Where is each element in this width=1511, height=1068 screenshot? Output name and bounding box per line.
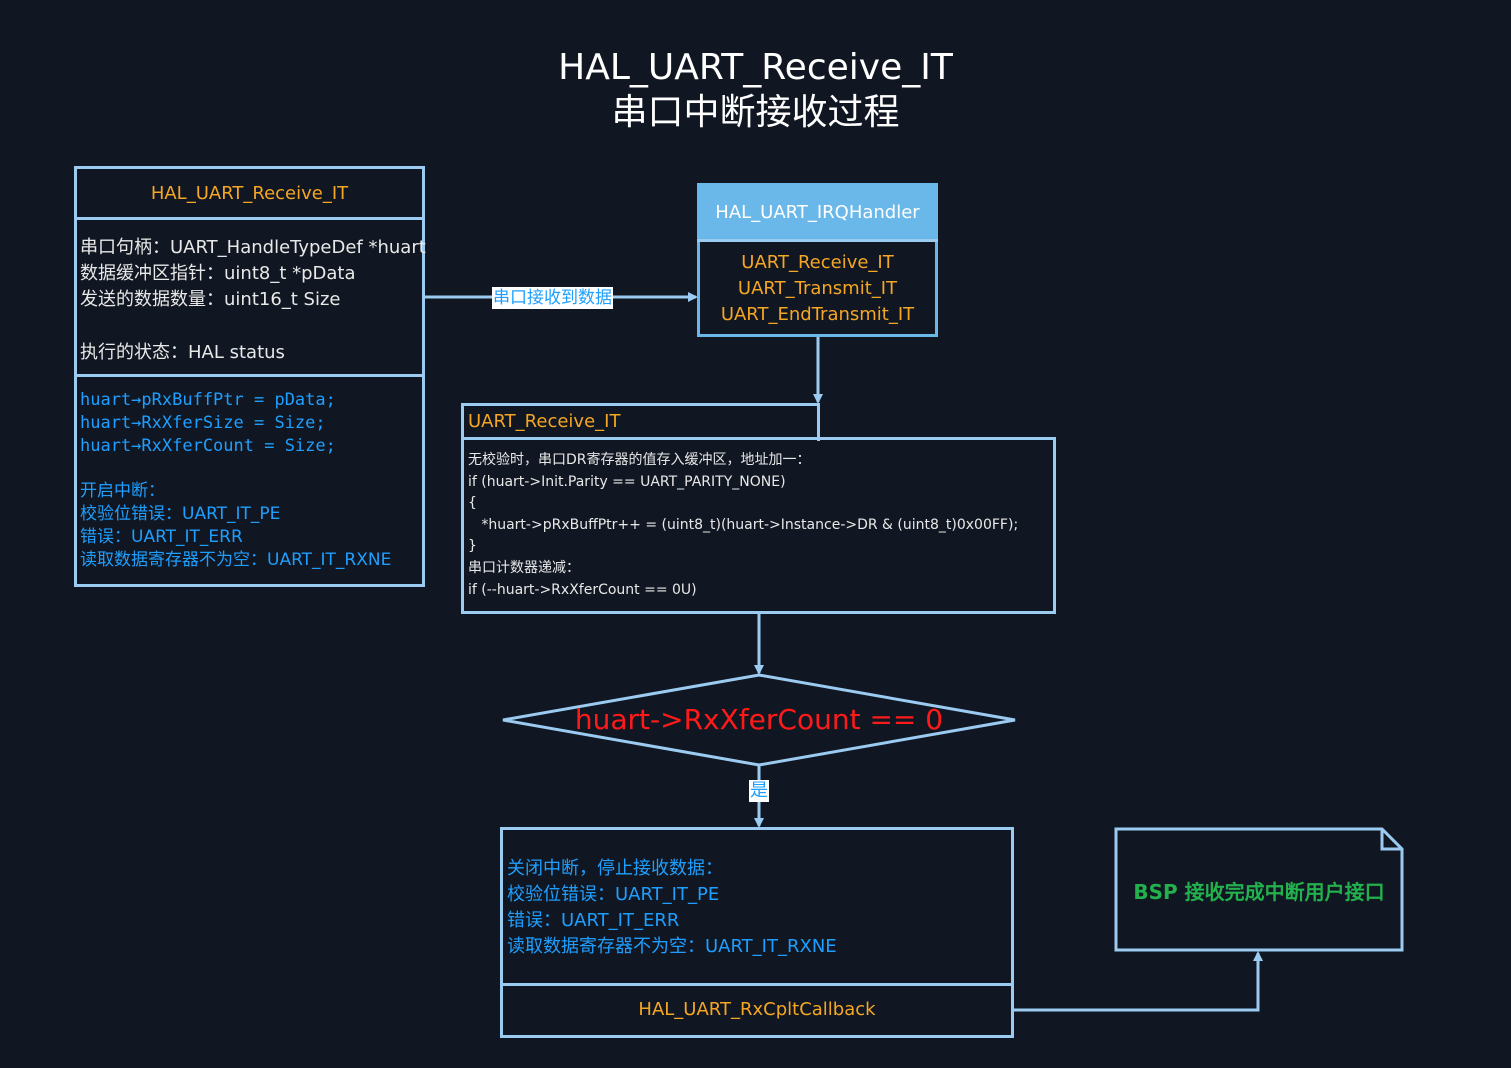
irq-item: UART_EndTransmit_IT <box>720 304 915 325</box>
diagram-subtitle: 串口中断接收过程 <box>611 92 900 133</box>
param-line: 串口句柄：UART_HandleTypeDef *huart <box>80 237 426 258</box>
callback-label: HAL_UART_RxCpltCallback <box>638 999 876 1020</box>
uart-receive-body <box>461 437 1056 614</box>
enable-line: 校验位错误：UART_IT_PE <box>80 504 281 524</box>
code-line: 无校验时，串口DR寄存器的值存入缓冲区，地址加一： <box>468 452 811 468</box>
code-line: huart→RxXferCount = Size; <box>80 436 336 456</box>
code-line: if (--huart->RxXferCount == 0U) <box>468 581 697 598</box>
bsp-note-label: BSP 接收完成中断用户接口 <box>1133 880 1385 904</box>
code-line: huart→RxXferSize = Size; <box>80 413 326 433</box>
receive-it-enable-interrupts: 开启中断： 校验位错误：UART_IT_PE 错误：UART_IT_ERR 读取… <box>80 480 391 572</box>
irq-item: UART_Receive_IT <box>741 252 894 273</box>
diagram-title: HAL_UART_Receive_IT <box>558 47 953 88</box>
irq-handler-box <box>697 183 938 337</box>
code-line: } <box>468 538 477 555</box>
edge-label-received: 串口接收到数据 <box>492 287 613 309</box>
receive-it-header: HAL_UART_Receive_IT <box>150 183 349 204</box>
param-line: 发送的数据数量：uint16_t Size <box>80 289 341 310</box>
uart-receive-tab <box>461 403 820 441</box>
irq-handler-header: HAL_UART_IRQHandler <box>700 186 935 240</box>
enable-line: 错误：UART_IT_ERR <box>80 527 243 547</box>
irq-item: UART_Transmit_IT <box>737 278 898 299</box>
disable-line: 关闭中断，停止接收数据： <box>507 858 723 879</box>
receive-it-code: huart→pRxBuffPtr = pData; huart→RxXferSi… <box>80 389 336 458</box>
enable-line: 读取数据寄存器不为空：UART_IT_RXNE <box>80 550 392 570</box>
code-line: huart→pRxBuffPtr = pData; <box>80 390 336 410</box>
uart-receive-tab-label: UART_Receive_IT <box>468 411 621 432</box>
bsp-note-shape <box>1114 827 1404 952</box>
complete-disable-interrupts: 关闭中断，停止接收数据： 校验位错误：UART_IT_PE 错误：UART_IT… <box>507 856 837 960</box>
disable-line: 读取数据寄存器不为空：UART_IT_RXNE <box>507 936 837 957</box>
enable-line: 开启中断： <box>80 481 165 501</box>
code-line: { <box>468 495 477 512</box>
disable-line: 校验位错误：UART_IT_PE <box>507 884 720 905</box>
receive-it-params: 串口句柄：UART_HandleTypeDef *huart 数据缓冲区指针：u… <box>80 235 426 313</box>
uart-receive-code: 无校验时，串口DR寄存器的值存入缓冲区，地址加一： if (huart->Ini… <box>468 450 1018 601</box>
code-line: if (huart->Init.Parity == UART_PARITY_NO… <box>468 473 786 490</box>
arrow-callback-to-bsp <box>1013 951 1263 1012</box>
complete-box <box>500 827 1014 1038</box>
edge-label-yes: 是 <box>749 780 769 802</box>
receive-it-status: 执行的状态：HAL status <box>80 342 285 363</box>
disable-line: 错误：UART_IT_ERR <box>507 910 680 931</box>
irq-handler-items: UART_Receive_IT UART_Transmit_IT UART_En… <box>700 250 935 328</box>
param-line: 数据缓冲区指针：uint8_t *pData <box>80 263 356 284</box>
decision-diamond <box>502 673 1016 767</box>
decision-condition: huart->RxXferCount == 0 <box>574 703 944 736</box>
code-line: *huart->pRxBuffPtr++ = (uint8_t)(huart->… <box>468 516 1019 533</box>
code-line: 串口计数器递减： <box>468 559 580 576</box>
